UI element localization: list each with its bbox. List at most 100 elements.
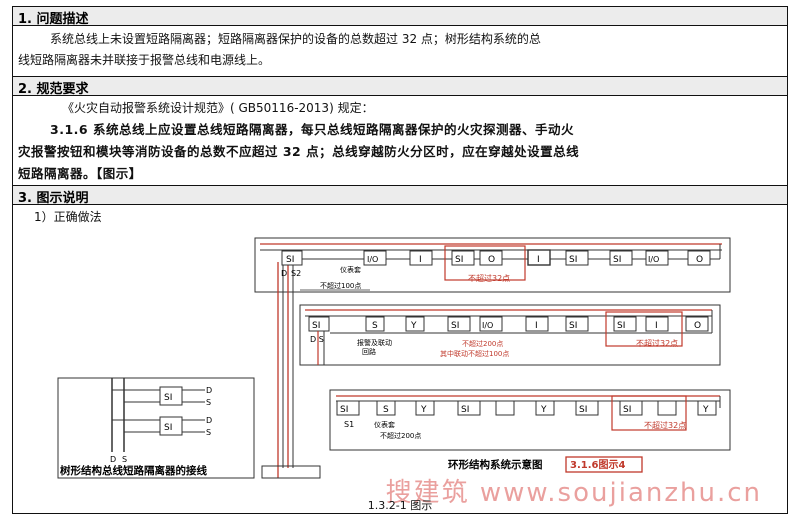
svg-text:I: I: [419, 255, 422, 265]
svg-text:S: S: [122, 455, 127, 464]
divider: [12, 185, 788, 186]
svg-text:仪表套: 仪表套: [374, 420, 395, 429]
si-module: [159, 386, 183, 406]
section1-line2: 线短路隔离器未并联接于报警总线和电源线上。: [18, 53, 271, 67]
si-module: [451, 250, 475, 266]
svg-text:仪表套: 仪表套: [340, 265, 361, 274]
section3-heading: 3. 图示说明: [18, 191, 89, 206]
watermark: 搜建筑 www.soujianzhu.cn: [385, 478, 762, 508]
svg-text:S: S: [383, 405, 389, 415]
si-module: [447, 316, 471, 332]
svg-text:SI: SI: [451, 321, 459, 331]
svg-text:SI: SI: [455, 255, 463, 265]
device-i: [645, 316, 669, 332]
svg-text:SI: SI: [623, 405, 631, 415]
si-module: [565, 250, 589, 266]
section1-heading: 1. 问题描述: [18, 12, 89, 27]
svg-text:SI: SI: [164, 393, 172, 403]
divider: [12, 25, 788, 26]
svg-text:Y: Y: [420, 405, 427, 415]
document-frame: [12, 6, 788, 514]
section1-line1: 系统总线上未设置短路隔离器；短路隔离器保护的设备的总数超过 32 点；树形结构系…: [50, 32, 541, 46]
si-module: [281, 250, 303, 266]
device-i: [527, 249, 551, 266]
section1-band: [13, 7, 787, 25]
section2-line3: 灾报警按钮和模块等消防设备的总数不应超过 32 点；总线穿越防火分区时，应在穿越…: [18, 144, 580, 159]
svg-text:I: I: [537, 255, 540, 265]
section2-line2: 3.1.6 系统总线上应设置总线短路隔离器，每只总线短路隔离器保护的火灾探测器、…: [50, 122, 574, 137]
device-i: [409, 250, 433, 266]
si-module: [575, 400, 599, 416]
svg-text:3.1.6图示4: 3.1.6图示4: [570, 459, 625, 471]
svg-text:I/O: I/O: [482, 321, 493, 330]
svg-text:D: D: [206, 416, 212, 425]
divider: [12, 204, 788, 205]
device-o: [685, 316, 709, 332]
device-i: [525, 316, 549, 332]
device: [495, 400, 515, 416]
io-module: [479, 316, 503, 332]
section3-band: [13, 186, 787, 204]
red-box: [611, 395, 687, 431]
middle-system: SI D S S Y SI I/O I SI SI I O 不超过32点 报警及…: [299, 304, 721, 366]
divider: [12, 76, 788, 77]
svg-text:不超过200点: 不超过200点: [462, 339, 503, 348]
svg-text:SI: SI: [613, 255, 621, 265]
section2-heading: 2. 规范要求: [18, 82, 89, 97]
svg-text:I/O: I/O: [367, 255, 378, 264]
svg-text:D: D: [281, 269, 287, 278]
red-box: [444, 245, 526, 281]
svg-text:SI: SI: [461, 405, 469, 415]
svg-text:SI: SI: [340, 405, 348, 415]
divider: [12, 95, 788, 96]
top-system: SI D S2 I/O I SI O 不超过32点 I SI SI I/O O …: [254, 237, 731, 468]
svg-text:D: D: [206, 386, 212, 395]
svg-text:SI: SI: [286, 255, 294, 265]
device-o: [687, 250, 711, 266]
svg-text:I: I: [655, 321, 658, 331]
svg-text:不超过100点: 不超过100点: [320, 281, 361, 290]
tree-label: 树形结构总线短路隔离器的接线: [60, 464, 207, 477]
svg-text:SI: SI: [164, 423, 172, 433]
si-module: [609, 250, 633, 266]
svg-text:SI: SI: [579, 405, 587, 415]
io-module: [363, 250, 387, 266]
svg-text:S: S: [372, 321, 378, 331]
top-enclosure: [254, 237, 731, 293]
si-module: [457, 400, 481, 416]
svg-text:S2: S2: [291, 269, 301, 278]
svg-text:O: O: [694, 321, 701, 331]
svg-text:S1: S1: [344, 420, 354, 429]
red-box: [605, 311, 683, 347]
svg-text:不超过32点: 不超过32点: [468, 273, 510, 283]
io-module: [645, 250, 669, 266]
device-y: [697, 400, 717, 416]
svg-text:I/O: I/O: [648, 255, 659, 264]
svg-text:O: O: [696, 255, 703, 265]
si-module: [613, 316, 637, 332]
svg-text:SI: SI: [617, 321, 625, 331]
svg-text:其中联动不超过100点: 其中联动不超过100点: [440, 349, 509, 358]
ring-label: 环形结构系统示意图: [448, 458, 543, 471]
section2-line1: 《火灾自动报警系统设计规范》( GB50116-2013) 规定：: [62, 101, 374, 115]
svg-text:I: I: [535, 321, 538, 331]
svg-text:S: S: [206, 428, 211, 437]
device-y: [415, 400, 435, 416]
middle-enclosure: [299, 304, 721, 366]
svg-text:D S: D S: [310, 335, 324, 344]
section2-line4: 短路隔离器。【图示】: [18, 166, 142, 181]
si-module: [619, 400, 643, 416]
section3-sub: 1）正确做法: [34, 210, 102, 224]
svg-text:不超过200点: 不超过200点: [380, 431, 421, 440]
svg-text:不超过32点: 不超过32点: [644, 420, 686, 430]
svg-text:D: D: [110, 455, 116, 464]
tree-frame: [57, 377, 255, 479]
controller: [261, 465, 321, 479]
bottom-enclosure: [329, 389, 731, 451]
tree-diagram: SI SI D S D S D S 树形结构总线短路隔离器的接线: [57, 377, 255, 479]
device-s: [376, 400, 396, 416]
svg-text:SI: SI: [312, 321, 320, 331]
svg-text:O: O: [488, 255, 495, 265]
